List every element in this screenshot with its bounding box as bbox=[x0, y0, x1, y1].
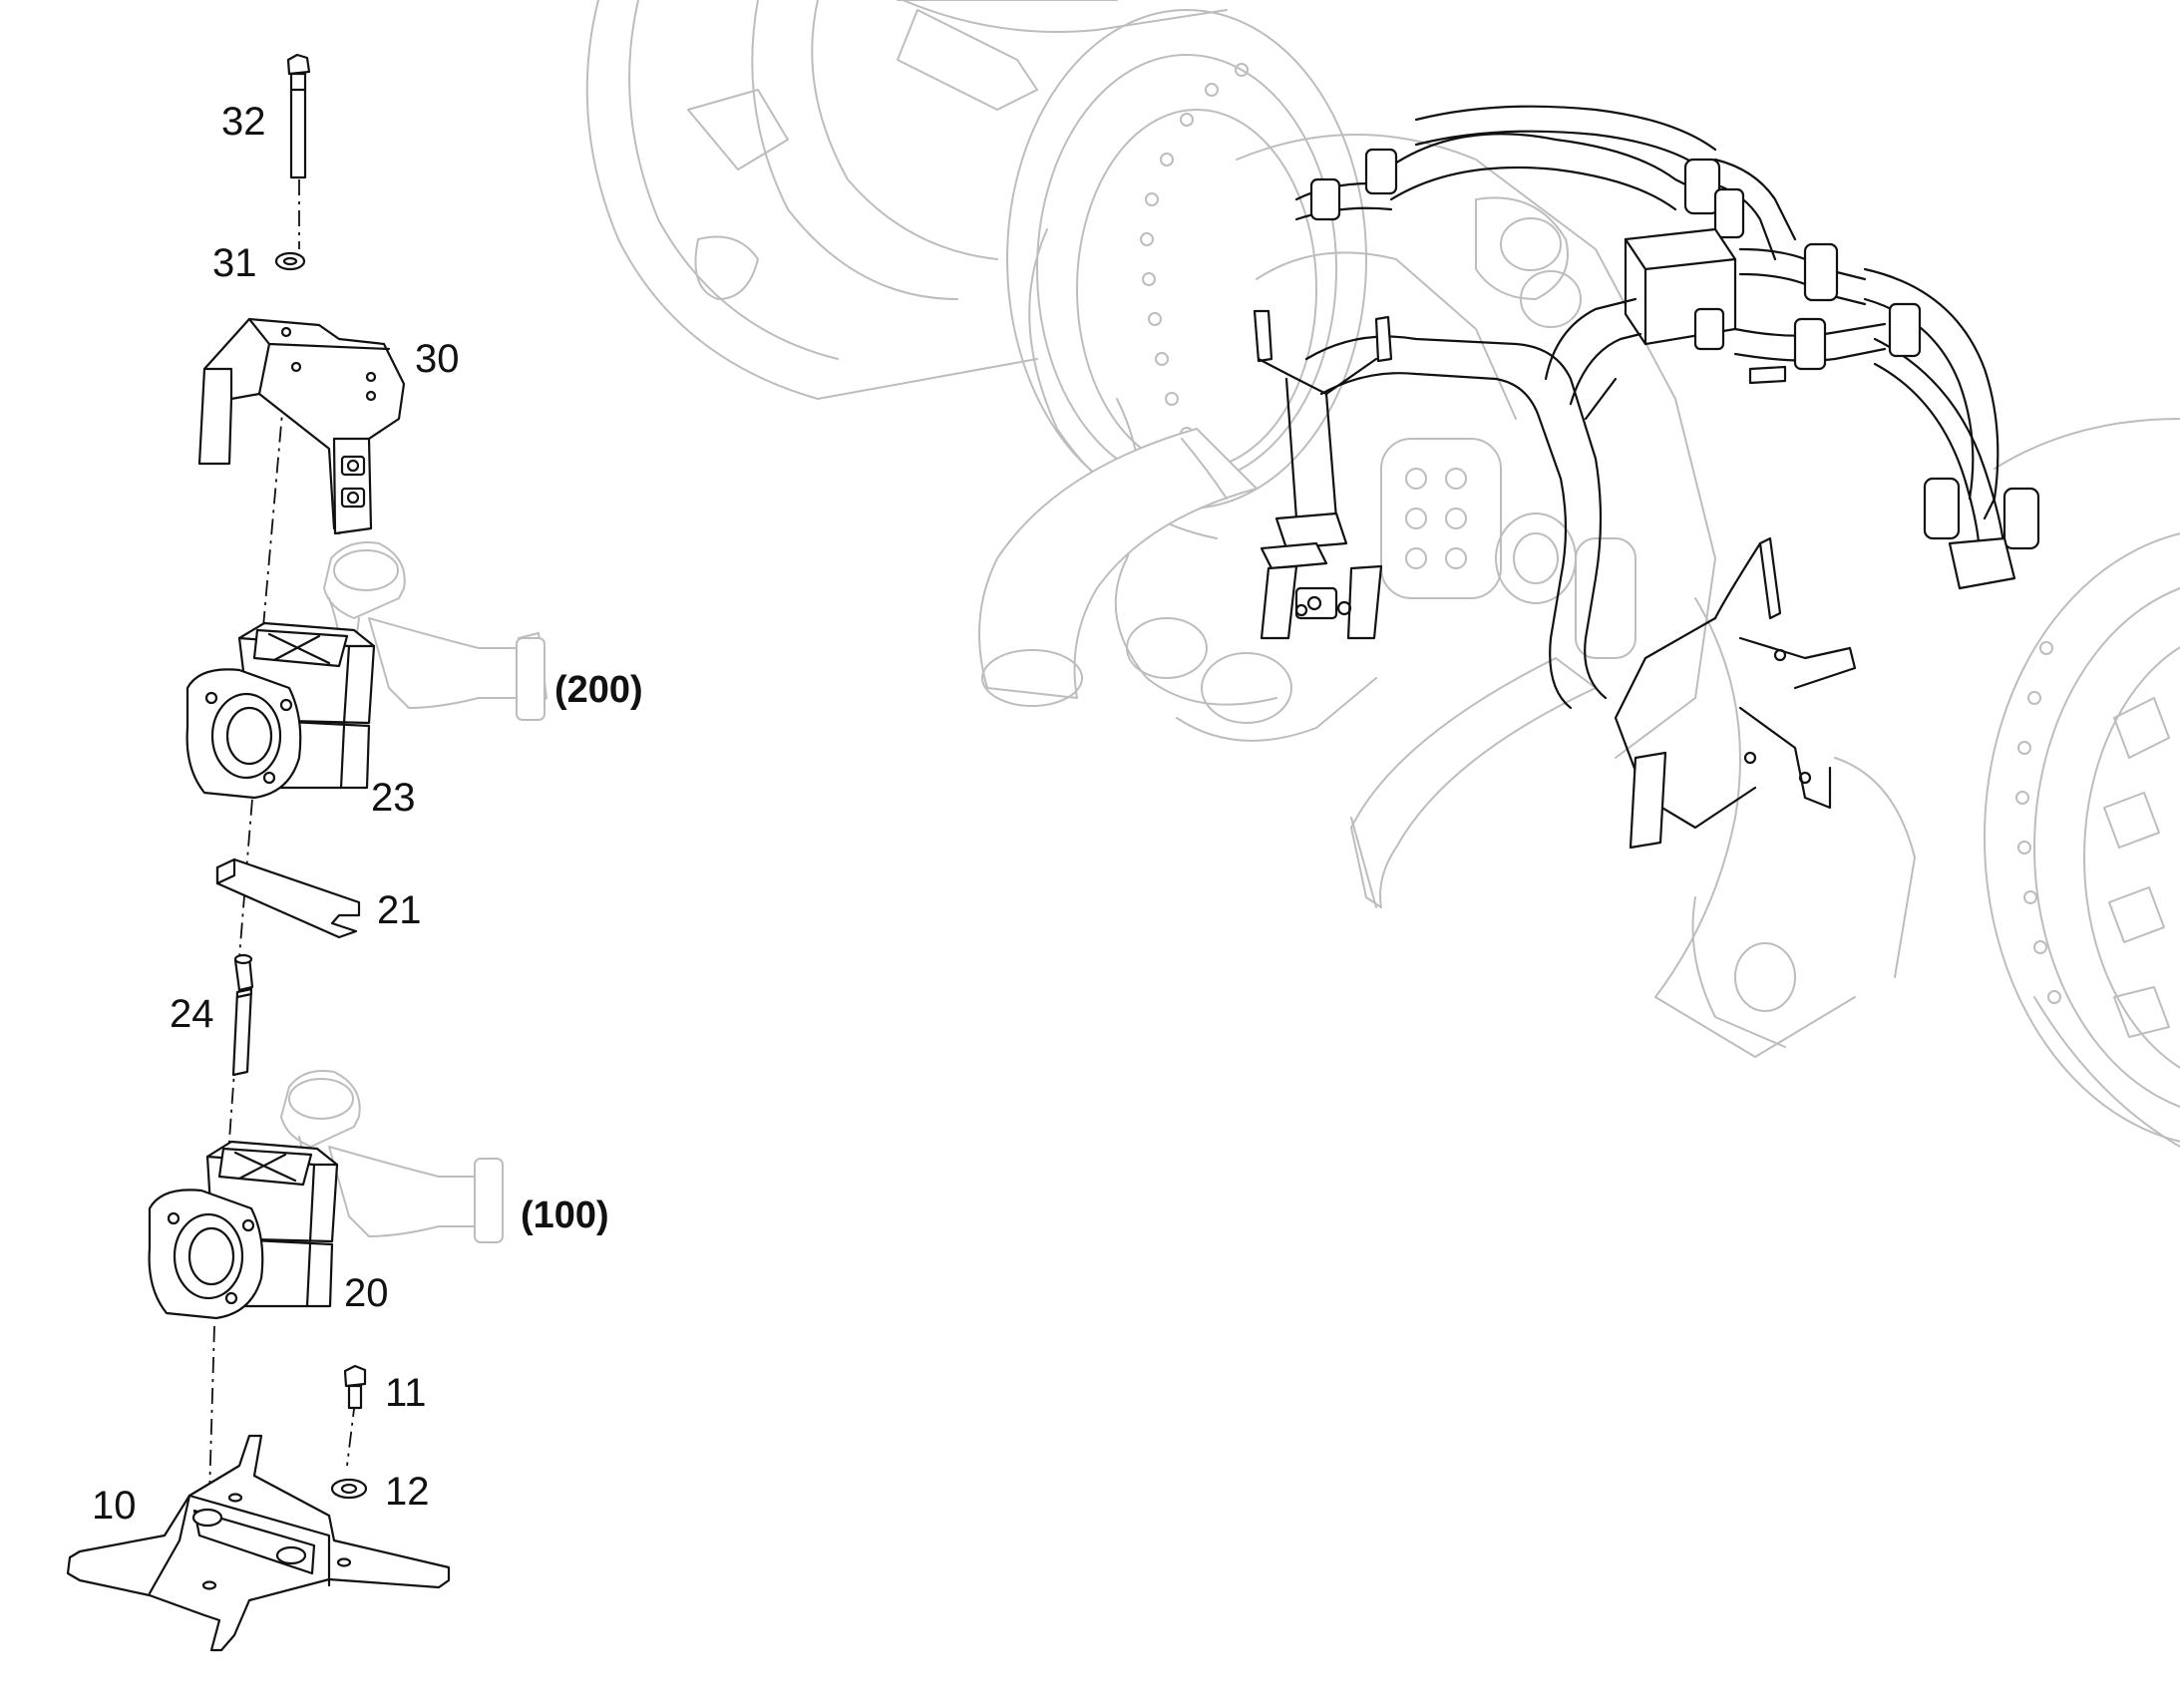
gearbox-assembly-ghost bbox=[585, 0, 2180, 1148]
part-clamp-23 bbox=[185, 621, 376, 800]
part-washer-31 bbox=[274, 251, 306, 271]
part-bolt-32 bbox=[286, 53, 311, 179]
callout-11: 11 bbox=[385, 1371, 427, 1415]
callout-10: 10 bbox=[92, 1484, 137, 1528]
callout-100: (100) bbox=[521, 1195, 609, 1236]
callout-200: (200) bbox=[554, 669, 643, 711]
callout-12: 12 bbox=[385, 1470, 430, 1514]
part-shim-21 bbox=[215, 857, 361, 939]
callout-30: 30 bbox=[415, 337, 460, 381]
callout-24: 24 bbox=[170, 992, 214, 1036]
installed-hose-assembly bbox=[1253, 105, 2040, 850]
callout-20: 20 bbox=[344, 1271, 389, 1315]
part-base-plate-10 bbox=[66, 1434, 451, 1652]
callout-21: 21 bbox=[377, 888, 422, 932]
part-stud-24 bbox=[231, 953, 254, 1077]
part-bracket-30 bbox=[197, 317, 406, 535]
callout-32: 32 bbox=[221, 100, 266, 144]
exploded-parts bbox=[66, 53, 547, 1652]
part-clamp-20 bbox=[148, 1140, 339, 1320]
callout-31: 31 bbox=[212, 241, 257, 285]
callout-23: 23 bbox=[371, 776, 416, 820]
part-bolt-11 bbox=[343, 1364, 367, 1410]
part-washer-12 bbox=[330, 1478, 368, 1500]
